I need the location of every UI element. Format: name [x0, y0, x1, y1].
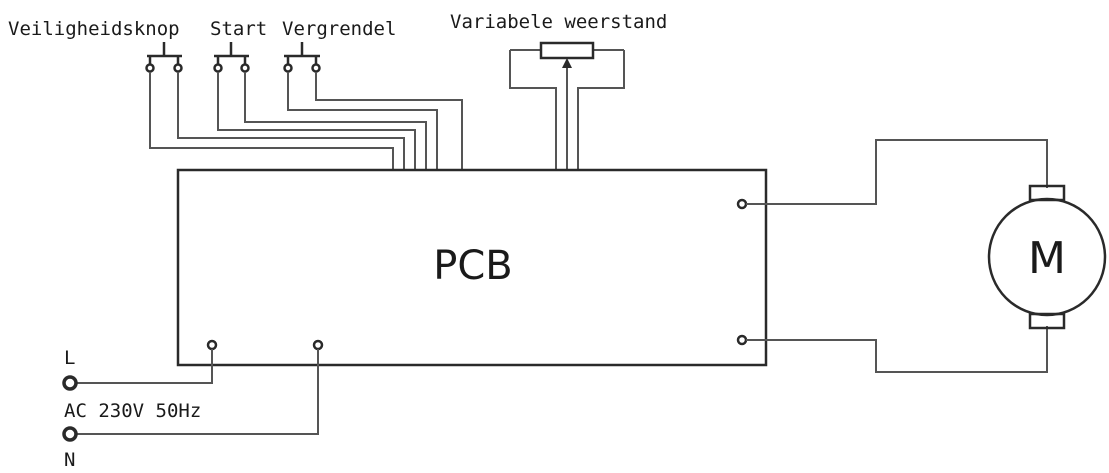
safety-button-terminal-left [145, 63, 155, 73]
motor-symbol: M [987, 184, 1107, 330]
live-input-terminal [62, 375, 78, 391]
pcb-board [176, 168, 768, 367]
button-wires [149, 72, 463, 170]
safety-button-symbol [145, 42, 183, 73]
pcb-motor-terminal-top [736, 198, 748, 210]
motor-circle [987, 197, 1107, 317]
lock-button-symbol [283, 42, 321, 73]
supply-label: AC 230V 50Hz [64, 400, 201, 422]
pcb-neutral-terminal [312, 339, 324, 351]
start-button-symbol [213, 42, 250, 73]
motor-label: M [1028, 233, 1066, 284]
lock-button-terminal-left [283, 63, 293, 73]
pcb-motor-terminal-bottom [736, 334, 748, 346]
live-label: L [64, 347, 75, 369]
pcb-live-terminal [206, 339, 218, 351]
safety-button-label: Veiligheidsknop [8, 18, 180, 40]
variable-resistor-symbol [509, 41, 625, 170]
variable-resistor-label: Variabele weerstand [450, 11, 667, 33]
motor-wires [746, 139, 1048, 373]
neutral-label: N [64, 449, 75, 471]
start-button-terminal-left [213, 63, 223, 73]
lock-button-label: Vergrendel [282, 18, 396, 40]
start-button-label: Start [210, 18, 267, 40]
power-supply-wires [76, 349, 319, 435]
safety-button-terminal-right [173, 63, 183, 73]
pcb-label: PCB [433, 243, 513, 289]
neutral-input-terminal [62, 426, 78, 442]
lock-button-terminal-right [311, 63, 321, 73]
start-button-terminal-right [240, 63, 250, 73]
